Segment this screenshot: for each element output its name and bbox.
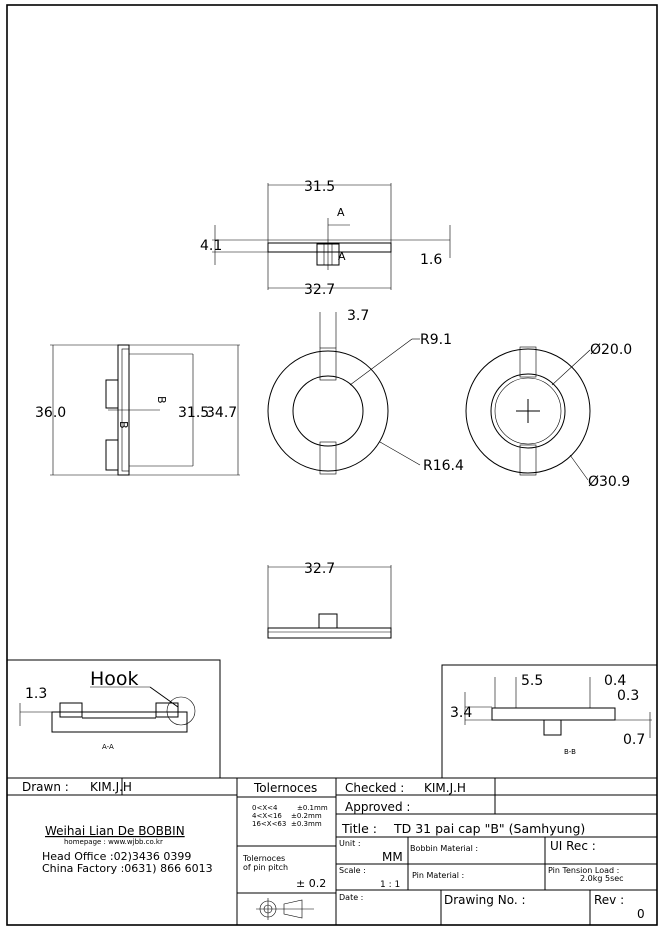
dim-bb-c: 0.3 [617, 688, 639, 704]
section-a-a: Hook 1.3 A-A [6, 659, 221, 779]
dim-side-outer: 34.7 [206, 405, 237, 421]
ul-rec-label: UI Rec : [550, 839, 596, 853]
section-b-b: 5.5 0.4 0.3 3.4 0.7 B-B [441, 664, 658, 779]
dim-top-flange: 1.6 [420, 252, 442, 268]
bottom-view: 32.7 [267, 561, 392, 639]
unit-label: Unit : [339, 839, 361, 848]
dim-dia-inner: Ø20.0 [590, 342, 632, 358]
section-aa-title: A-A [102, 743, 114, 751]
dim-bb-b: 0.4 [604, 673, 626, 689]
drawing-no-label: Drawing No. : [444, 893, 526, 907]
pin-pitch-label-2: of pin pitch [243, 863, 288, 872]
pin-tension-label: Pin Tension Load : [548, 866, 619, 875]
side-view: 36.0 31.5 34.7 B B [35, 344, 240, 476]
dim-outer-radius: R16.4 [423, 458, 464, 474]
dim-slot: 3.7 [347, 308, 369, 324]
tol-range-3: 16<X<63 [252, 820, 286, 828]
homepage: homepage : www.wjbb.co.kr [64, 838, 163, 846]
dim-top-height: 4.1 [200, 238, 222, 254]
checked-value: KIM.J.H [424, 781, 466, 795]
tolerances-header: Tolernoces [253, 781, 317, 795]
section-mark-b: B [117, 421, 130, 429]
drawing-border [6, 4, 658, 926]
unit-value: MM [382, 850, 403, 864]
drawn-value: KIM.J.H [90, 780, 132, 794]
section-mark-a-2: A [338, 250, 346, 263]
dim-bottom-width: 32.7 [304, 561, 335, 577]
pin-pitch-label-1: Tolernoces [242, 854, 285, 863]
back-view: Ø20.0 Ø30.9 [465, 342, 632, 490]
section-bb-title: B-B [564, 748, 576, 756]
tol-range-1: 0<X<4 [252, 804, 278, 812]
dim-side-height: 36.0 [35, 405, 66, 421]
date-label: Date : [339, 893, 363, 902]
top-view: 31.5 32.7 A A 4.1 1.6 [200, 179, 451, 298]
dim-aa: 1.3 [25, 686, 47, 702]
pin-tension-value: 2.0kg 5sec [580, 874, 624, 883]
checked-label: Checked : [345, 781, 404, 795]
company-name: Weihai Lian De BOBBIN [45, 824, 185, 838]
dim-top-width: 31.5 [304, 179, 335, 195]
china-factory: China Factory :0631) 866 6013 [42, 862, 213, 875]
tol-value-1: ±0.1mm [297, 804, 328, 812]
scale-value: 1 : 1 [380, 880, 400, 890]
hook-label: Hook [90, 668, 139, 690]
dim-inner-radius: R9.1 [420, 332, 452, 348]
dim-bb-d: 3.4 [450, 705, 472, 721]
drawn-label: Drawn : [22, 780, 69, 794]
dim-top-base: 32.7 [304, 282, 335, 298]
title-label: Title : [341, 821, 377, 836]
section-mark-a: A [337, 206, 345, 219]
rev-value: 0 [637, 907, 645, 921]
front-view: 3.7 R9.1 R16.4 [267, 308, 464, 475]
tol-value-2: ±0.2mm [291, 812, 322, 820]
tol-range-2: 4<X<16 [252, 812, 282, 820]
scale-label: Scale : [339, 866, 366, 875]
dim-dia-outer: Ø30.9 [588, 474, 630, 490]
title-value: TD 31 pai cap "B" (Samhyung) [393, 821, 585, 836]
approved-label: Approved : [345, 800, 410, 814]
dim-bb-a: 5.5 [521, 673, 543, 689]
pin-pitch-value: ± 0.2 [296, 877, 326, 890]
rev-label: Rev : [594, 893, 624, 907]
dim-bb-e: 0.7 [623, 732, 645, 748]
dim-side-inner: 31.5 [178, 405, 209, 421]
head-office: Head Office :02)3436 0399 [42, 850, 191, 863]
bobbin-material-label: Bobbin Material : [410, 844, 478, 853]
title-block: Drawn : KIM.J.H Weihai Lian De BOBBIN ho… [7, 777, 657, 925]
section-mark-b-2: B [155, 396, 168, 404]
tol-value-3: ±0.3mm [291, 820, 322, 828]
pin-material-label: Pin Material : [412, 871, 464, 880]
projection-symbol-icon [256, 898, 314, 920]
